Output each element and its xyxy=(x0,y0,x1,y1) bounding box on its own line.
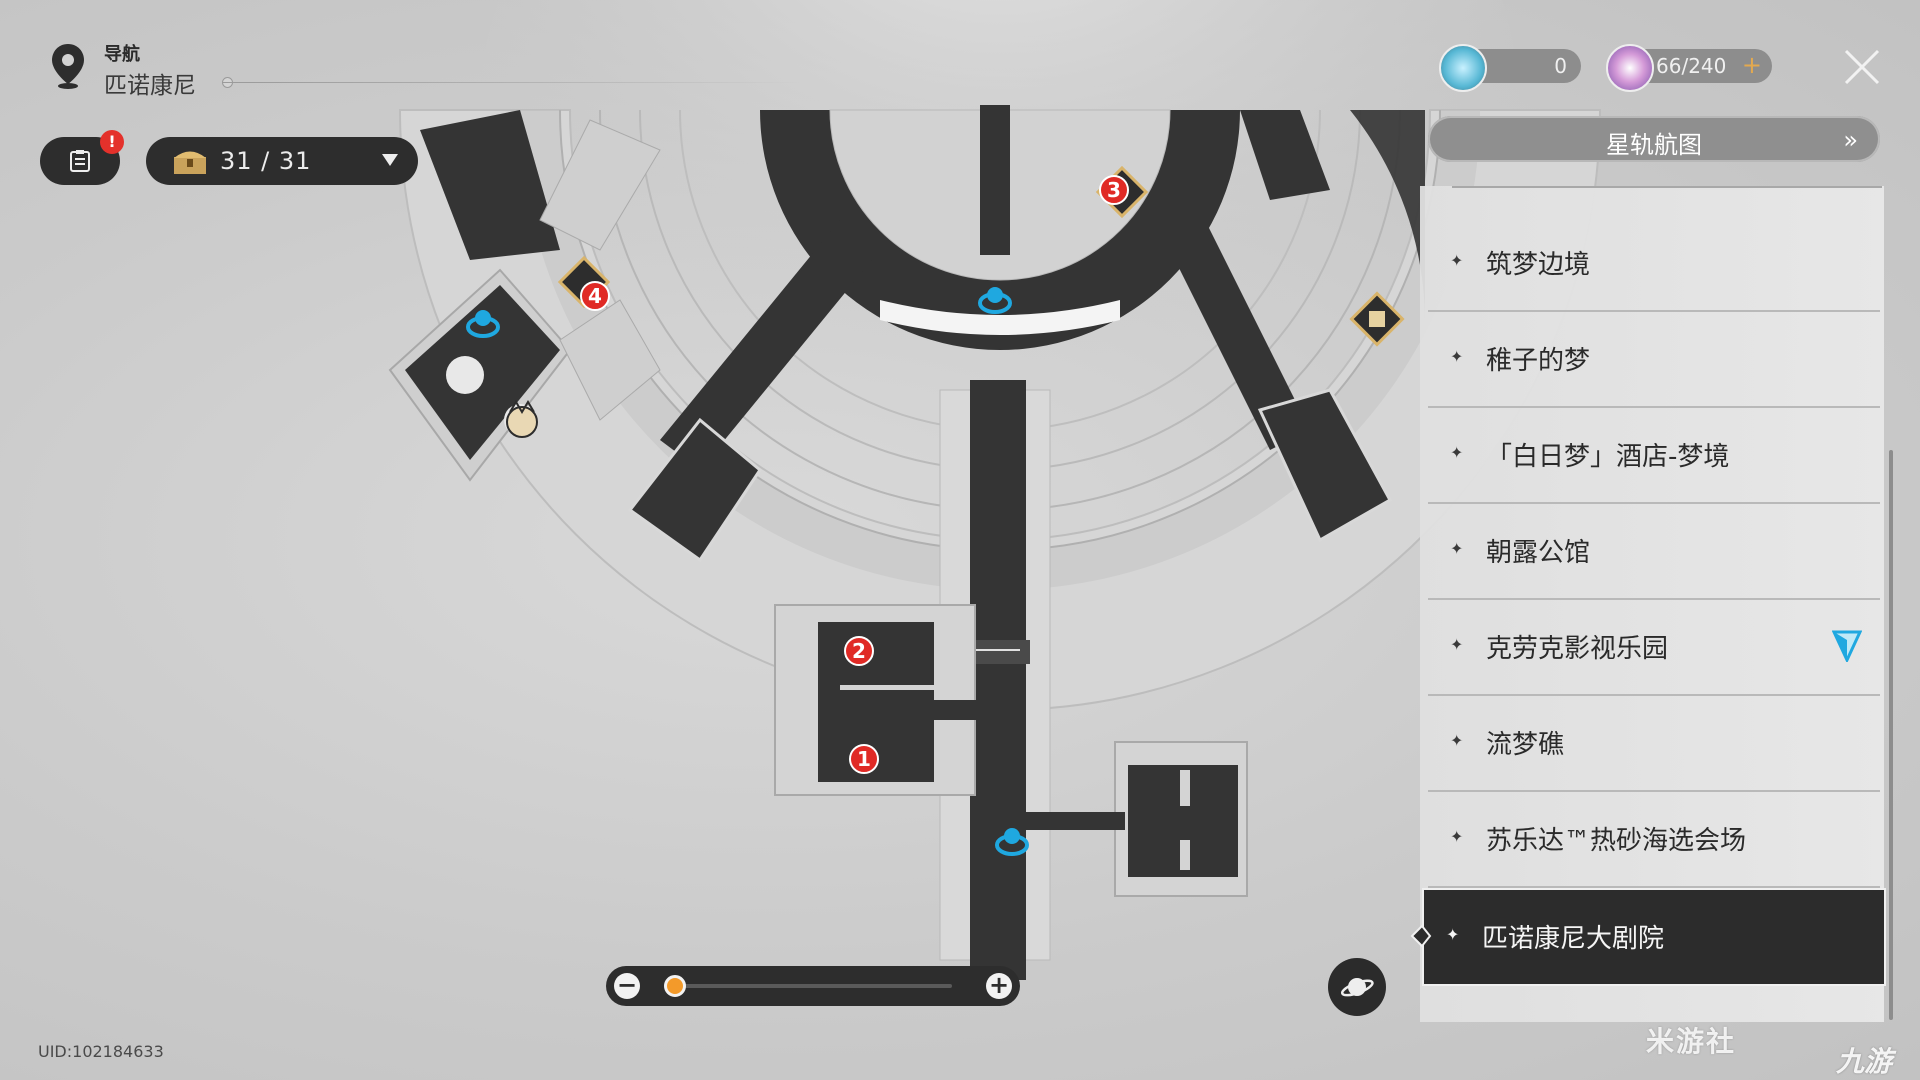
zoom-slider-handle[interactable] xyxy=(664,975,686,997)
user-id: UID:102184633 xyxy=(38,1042,164,1061)
location-label: 朝露公馆 xyxy=(1486,538,1591,568)
treasure-count: 31 / 31 xyxy=(220,147,312,175)
sparkle-icon: ✦ xyxy=(1450,827,1464,846)
zoom-track[interactable] xyxy=(674,984,952,988)
location-item[interactable]: ✦ 「白日梦」酒店-梦境 xyxy=(1428,408,1880,504)
npc-avatar-icon[interactable] xyxy=(506,400,538,438)
planet-icon xyxy=(1340,978,1374,997)
corridor-north xyxy=(980,105,1010,255)
divider-line xyxy=(222,82,802,83)
sparkle-icon: ✦ xyxy=(1450,251,1464,270)
location-item[interactable]: ✦ 朝露公馆 xyxy=(1428,504,1880,600)
location-item[interactable]: ✦ 克劳克影视乐园 xyxy=(1428,600,1880,696)
selection-pointer-icon xyxy=(1410,924,1432,948)
treasure-chest-icon xyxy=(174,151,206,174)
theater-edge xyxy=(1350,110,1425,320)
quest-marker-4[interactable]: 4 xyxy=(580,281,610,311)
west-annex xyxy=(774,604,990,796)
region-name: 匹诺康尼 xyxy=(104,73,196,99)
add-power-button[interactable]: + xyxy=(1741,51,1762,79)
list-top-divider xyxy=(1452,186,1882,188)
east-annex xyxy=(1025,741,1248,897)
location-label: 「白日梦」酒店-梦境 xyxy=(1486,442,1730,472)
location-label: 稚子的梦 xyxy=(1486,346,1591,376)
sparkle-icon: ✦ xyxy=(1450,347,1464,366)
location-label: 筑梦边境 xyxy=(1486,250,1591,280)
stage-steps xyxy=(880,300,1120,335)
sparkle-icon: ✦ xyxy=(1446,925,1460,944)
clipboard-icon xyxy=(70,150,90,172)
planet-switch-button[interactable] xyxy=(1328,958,1386,1016)
space-anchor-icon[interactable] xyxy=(466,310,500,338)
location-list-panel[interactable] xyxy=(1420,186,1884,1022)
watermark-text: 米游社 xyxy=(1646,1025,1737,1058)
star-rail-map-label: 星轨航图 xyxy=(1606,131,1702,159)
zoom-in-button[interactable]: + xyxy=(986,973,1012,999)
star-rail-map-button[interactable]: 星轨航图 » xyxy=(1428,116,1880,162)
location-label: 克劳克影视乐园 xyxy=(1486,634,1669,664)
quest-marker-3[interactable]: 3 xyxy=(1099,175,1129,205)
location-label: 苏乐达™热砂海选会场 xyxy=(1486,826,1747,856)
location-pin-icon xyxy=(52,44,84,89)
sparkle-icon: ✦ xyxy=(1450,539,1464,558)
quest-marker-2[interactable]: 2 xyxy=(844,636,874,666)
watermark-logo-text: 九游 xyxy=(1836,1045,1893,1078)
space-anchor-icon[interactable] xyxy=(995,828,1029,856)
sparkle-icon: ✦ xyxy=(1450,635,1464,654)
treasure-filter-dropdown[interactable]: 31 / 31 xyxy=(146,137,418,185)
location-item[interactable]: ✦ 稚子的梦 xyxy=(1428,312,1880,408)
box-diamond-icon[interactable] xyxy=(1349,291,1405,347)
double-chevron-right-icon: » xyxy=(1843,126,1858,154)
zoom-bar: − + xyxy=(606,966,1020,1006)
chevron-down-icon xyxy=(382,154,398,166)
trailblaze-power-value: 66/240 xyxy=(1656,54,1727,78)
trailblaze-power-counter: 66/240 + xyxy=(1606,44,1772,92)
quest-marker-1[interactable]: 1 xyxy=(849,744,879,774)
alert-badge: ! xyxy=(100,130,124,154)
list-scrollbar[interactable] xyxy=(1889,450,1893,1020)
space-anchor-icon[interactable] xyxy=(978,287,1012,314)
location-item-selected[interactable]: ✦ 匹诺康尼大剧院 xyxy=(1422,888,1886,986)
trailblaze-power-icon xyxy=(1606,44,1654,92)
location-label: 流梦礁 xyxy=(1486,730,1565,760)
location-item[interactable]: ✦ 流梦礁 xyxy=(1428,696,1880,792)
navigation-arrow-icon xyxy=(1832,630,1862,662)
sparkle-icon: ✦ xyxy=(1450,731,1464,750)
location-item[interactable]: ✦ 筑梦边境 xyxy=(1428,216,1880,312)
east-wing xyxy=(1160,110,1393,543)
stellar-jade-counter: 0 xyxy=(1439,44,1581,92)
nav-label: 导航 xyxy=(104,44,140,65)
location-item[interactable]: ✦ 苏乐达™热砂海选会场 xyxy=(1428,792,1880,888)
zoom-out-button[interactable]: − xyxy=(614,973,640,999)
west-wing xyxy=(388,110,880,563)
location-label: 匹诺康尼大剧院 xyxy=(1482,924,1665,954)
close-icon[interactable] xyxy=(1843,48,1881,86)
sparkle-icon: ✦ xyxy=(1450,443,1464,462)
stellar-jade-value: 0 xyxy=(1554,54,1567,78)
stellar-jade-icon xyxy=(1439,44,1487,92)
